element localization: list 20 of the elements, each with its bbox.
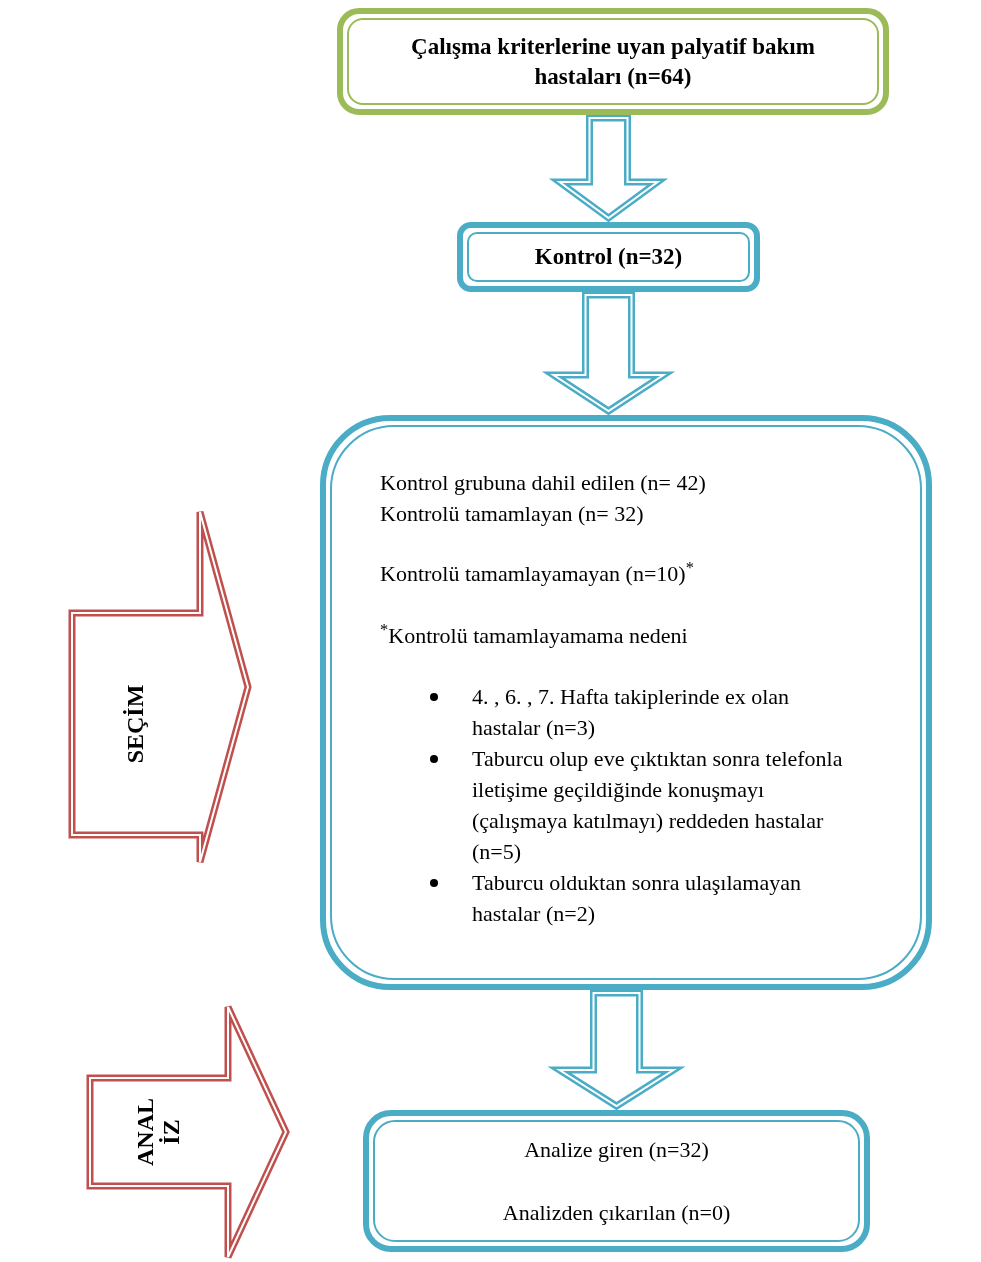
bullet-text: Taburcu olup eve çıktıktan sonra telefonla iletişime geçildiğinde konuşmayı (çalışmaya katılmayı) reddeden hastalar (n=5) <box>472 745 844 866</box>
bullet-text: Taburcu olduktan sonra ulaşılamayan hastalar (n=2) <box>472 869 802 928</box>
bullet-text: 4. , 6. , 7. Hafta takiplerinde ex olan hastalar (n=3) <box>472 683 791 742</box>
box-text: Kontrol (n=32) <box>534 242 683 271</box>
block-arrow <box>541 291 676 416</box>
box-text: Kontrol grubuna dahil edilen (n= 42) <box>380 469 707 497</box>
stage-label: SEÇİM <box>122 684 148 764</box>
stage-label: ANAL İZ <box>132 1097 184 1168</box>
block-arrow <box>547 989 686 1111</box>
box-text: Çalışma kriterlerine uyan palyatif bakım hastaları (n=64) <box>410 32 816 91</box>
box-text: $^{*}$Kontrolü tamamlayamama nedeni <box>380 620 689 650</box>
box-text: Analize giren (n=32) <box>524 1136 709 1164</box>
block-arrow <box>548 114 669 223</box>
start-box <box>337 8 889 115</box>
analysis-box <box>363 1110 870 1252</box>
box-text: Analizden çıkarılan (n=0) <box>502 1199 731 1227</box>
group-box <box>457 222 760 292</box>
box-text: Kontrolü tamamlayan (n= 32) <box>380 500 645 528</box>
detail-box <box>320 415 932 990</box>
box-text: Kontrolü tamamlayamayan (n=10)$^{*}$ <box>380 558 695 588</box>
